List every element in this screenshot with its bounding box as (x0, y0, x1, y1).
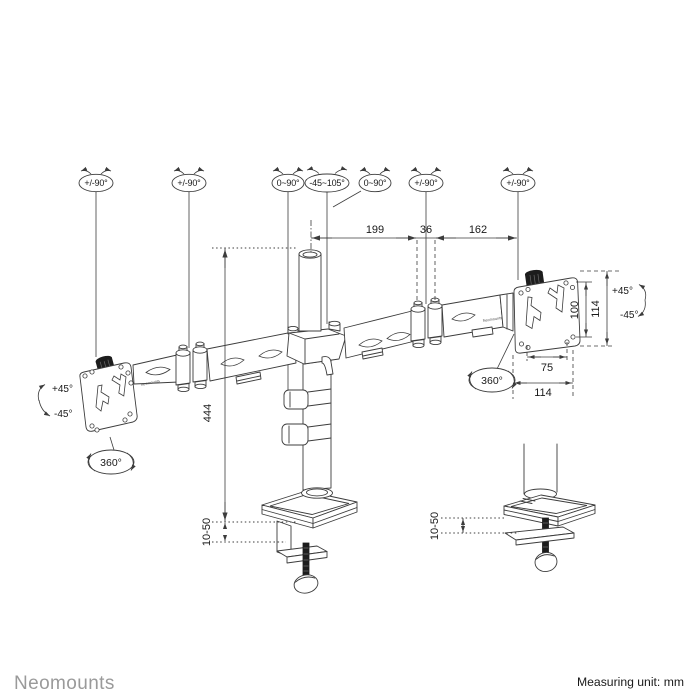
dimension-arm-right: 162 (469, 224, 487, 236)
rotation-label-6: +/-90° (408, 166, 444, 193)
rotation-label-1: +/-90° (78, 166, 114, 193)
label-leader-lines (95, 190, 519, 392)
swivel-label-left: 360° (86, 436, 136, 475)
elbow-joint-right (410, 297, 443, 349)
rotation-label-7: +/-90° (500, 166, 536, 193)
svg-text:+/-90°: +/-90° (414, 178, 438, 188)
dimension-vesa-v-outer: 114 (590, 300, 602, 318)
dimension-top-spans: 199 36 162 (310, 220, 517, 303)
right-tilt-plus-label: +45° (612, 286, 633, 297)
left-swivel-label: 360° (100, 457, 122, 469)
left-tilt-plus-label: +45° (52, 384, 73, 395)
brand-logo: Neomounts (14, 673, 115, 694)
dimension-vesa-h-outer: 114 (534, 387, 552, 399)
crossbar-left-inner: Neomounts (140, 331, 297, 387)
right-tilt-minus-label: -45° (620, 310, 638, 321)
elbow-joint-left (175, 341, 208, 393)
svg-text:+/-90°: +/-90° (84, 178, 108, 188)
pole-riser-tube (298, 253, 322, 332)
svg-text:+/-90°: +/-90° (506, 178, 530, 188)
rotation-label-5: 0~90° (358, 166, 392, 193)
arm-print-right: Neomounts (483, 316, 503, 323)
release-lever (321, 356, 334, 376)
left-vesa-plate (79, 355, 138, 433)
tilt-range-left: +45° -45° (37, 384, 73, 420)
cable-clip-upper (283, 389, 309, 410)
rotation-label-3: 0~90° (271, 166, 305, 193)
dimension-vesa-v-inner: 100 (569, 301, 581, 319)
svg-text:0~90°: 0~90° (277, 178, 300, 188)
rotation-label-4: -45~105° (304, 166, 350, 193)
desk-clamp-mount (261, 487, 358, 594)
swivel-label-right: 360° (467, 333, 517, 393)
svg-text:0~90°: 0~90° (364, 178, 387, 188)
pole-assembly (281, 249, 347, 491)
crossbar-right-outer: Neomounts (441, 292, 514, 338)
arm-print-left: Neomounts (140, 379, 160, 387)
crossbar-right-inner (343, 310, 416, 360)
dimension-vesa-h-inner: 75 (541, 362, 553, 374)
grommet-mount-inset (503, 443, 596, 572)
dimension-arm-left: 199 (366, 224, 384, 236)
dimension-grommet-range: 10-50 (429, 512, 441, 540)
dimension-pole-height: 444 (202, 404, 214, 422)
svg-text:-45~105°: -45~105° (309, 178, 345, 188)
dimension-clamp-range-left: 10-50 (201, 518, 297, 546)
dimension-grommet-range: 10-50 (429, 512, 519, 540)
right-swivel-label: 360° (481, 375, 503, 387)
cable-clip-lower (281, 423, 309, 446)
dimension-vesa-right: 100 114 75 114 (512, 270, 620, 399)
rotation-label-2: +/-90° (171, 166, 207, 193)
tilt-range-right: +45° -45° (612, 284, 647, 321)
svg-text:+/-90°: +/-90° (177, 178, 201, 188)
dimension-clamp-range: 10-50 (201, 518, 213, 546)
measuring-unit-note: Measuring unit: mm (577, 675, 684, 689)
dimension-pole-height: 444 (202, 247, 298, 522)
right-vesa-plate (513, 269, 581, 354)
footer: Neomounts Measuring unit: mm (14, 673, 684, 694)
dimension-elbow: 36 (420, 224, 432, 236)
rotation-labels-top: +/-90° +/-90° 0~90° -45~105° 0~90° (78, 166, 536, 193)
left-tilt-minus-label: -45° (54, 409, 72, 420)
